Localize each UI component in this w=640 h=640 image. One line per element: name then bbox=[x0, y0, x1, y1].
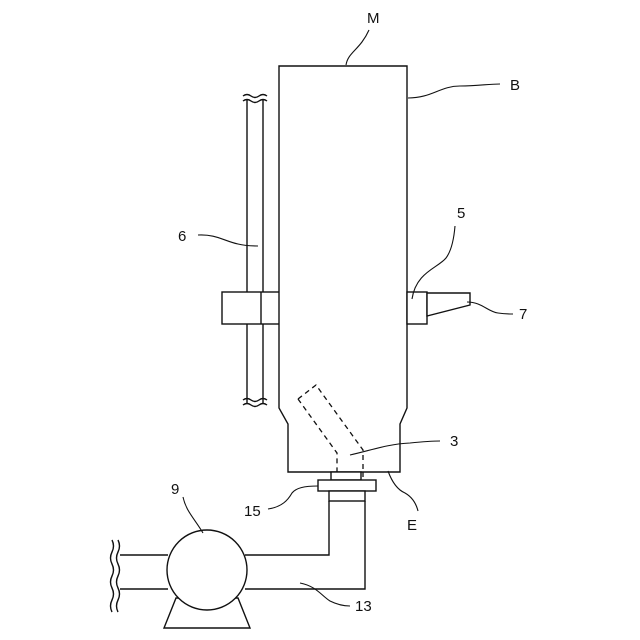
label-15: 15 bbox=[244, 503, 261, 520]
bracket-5 bbox=[407, 292, 470, 324]
label-6: 6 bbox=[178, 228, 186, 245]
label-b: B bbox=[510, 77, 520, 94]
label-m: M bbox=[367, 10, 380, 27]
label-5: 5 bbox=[457, 205, 465, 222]
rail-6 bbox=[243, 95, 267, 407]
label-9: 9 bbox=[171, 481, 179, 498]
label-3: 3 bbox=[450, 433, 458, 450]
vessel-body bbox=[279, 66, 407, 472]
label-e: E bbox=[407, 517, 417, 534]
pump-9 bbox=[164, 530, 250, 628]
rail-clamp bbox=[222, 292, 280, 324]
label-7: 7 bbox=[519, 306, 527, 323]
outlet-flange-15 bbox=[318, 472, 376, 501]
label-13: 13 bbox=[355, 598, 372, 615]
